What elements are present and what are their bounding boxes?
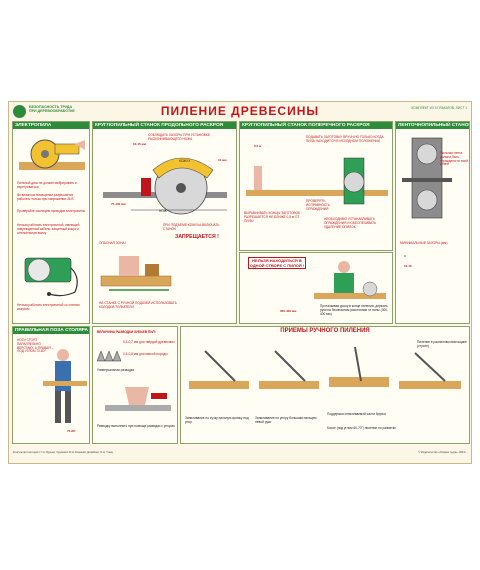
organization-logo-icon xyxy=(13,105,26,118)
cross-saw-illustration xyxy=(246,157,388,205)
dangerous-zone-label: ОПАСНАЯ ЗОНА ! xyxy=(99,241,127,245)
note-guard-raised: ПРИ ПОДЪЕМЕ КОЖУХА ВКЛЮЧАТЬ СТАНОК xyxy=(163,223,220,231)
note-disk-vibration: Пильный диск не должен вибрировать и пер… xyxy=(17,181,77,189)
dim-gap-3: 75-100 мм xyxy=(111,202,126,206)
note-damaged-cable: Нельзя работать электропилой, имеющей по… xyxy=(17,223,80,235)
note-pushers: НА СТАНКЕ С РУЧНОЙ ПОДАЧЕЙ ИСПОЛЬЗОВАТЬ … xyxy=(99,301,177,309)
panel-title: КРУГЛОПИЛЬНЫЙ СТАНОК ПРОДОЛЬНОГО РАСКРОЯ xyxy=(93,122,236,129)
note-check-guards: ПРОВЕРЯТЬ ИСПРАВНОСТЬ ОГРАЖДЕНИЙ xyxy=(306,199,331,211)
poster-title: ПИЛЕНИЕ ДРЕВЕСИНЫ xyxy=(160,104,320,118)
power-saw-tool-illustration xyxy=(24,257,78,297)
manual-sawing-illustrations xyxy=(189,346,461,389)
note-miter-box: Пиление в распиловочном ящике (стусле) xyxy=(417,340,467,348)
note-min-gaps: МИНИМАЛЬНЫЕ ЗАЗОРЫ (мм) xyxy=(400,241,448,245)
note-setting-tool: Разводку выполнять при помощи разводки с… xyxy=(97,424,175,428)
note-support-piece: Поддержка отпиливаемой части бруска xyxy=(327,412,386,416)
guard-label: КОЖУХ xyxy=(179,159,191,163)
note-check-insulation: Проверяйте изоляцию проводов электропилы xyxy=(17,209,86,213)
rip-saw-illustration xyxy=(103,157,227,215)
panel-electric-saw: ЭЛЕКТРОПИЛА Пильный диск не должен вибри… xyxy=(12,121,90,324)
note-humid-room: Во влажном помещении разрешается работат… xyxy=(17,193,74,201)
note-align-ends: ВЫРАВНИВАТЬ КОНЦЫ ЗАГОТОВОК РАЗРЕШАЕТСЯ … xyxy=(244,211,300,223)
poster-footer: Консультант-методист: Г.А. Бурцев. Худож… xyxy=(13,451,467,461)
kit-label: КОМПЛЕКТ ИЗ 5 ПЛАКАТОВ, ЛИСТ 1 xyxy=(411,106,467,110)
note-hard-wood: 0,5-0,7 мм для твердой древесины xyxy=(123,340,175,344)
note-universal-setter: Универсальная разводка xyxy=(97,368,135,372)
banner-same-line: НЕЛЬЗЯ НАХОДИТЬСЯ В ОДНОЙ СТВОРЕ С ПИЛОЙ… xyxy=(248,257,306,269)
tooth-setting-illustration xyxy=(105,387,171,411)
band-saw-illustration xyxy=(402,137,452,219)
panel-cross-saw: КРУГЛОПИЛЬНЫЙ СТАНОК ПОПЕРЕЧНОГО РАСКРОЯ… xyxy=(239,121,393,251)
dim-hand-distance: 300-400 мм xyxy=(280,309,297,313)
worker-at-saw-illustration xyxy=(314,261,386,299)
note-guards-chips: НЕОБХОДИМО УСТАНАВЛИВАТЬ ОГРАЖДЕНИЯ И ОБ… xyxy=(324,217,377,229)
organization-name: БЕЗОПАСНОСТЬ ТРУДА ПРИ ДЕРЕВООБРАБОТКЕ xyxy=(29,105,75,114)
note-feed-position: ПОДАВАТЬ ЗАГОТОВКУ ВРУЧНУЮ ТОЛЬКО КОГДА … xyxy=(306,135,384,143)
footer-publisher: © Издательство «Охрана труда», 2019 г. xyxy=(418,451,467,454)
panel-posture: ПРАВИЛЬНАЯ ПОЗА СТОЛЯРА НОГИ СТОЯТ ПАРАЛ… xyxy=(12,326,90,444)
note-feet-position: НОГИ СТОЯТ ПАРАЛЛЕЛЬНО ВЕРСТАКУ, А ПРАВА… xyxy=(17,338,54,354)
note-hands-distance: Проталкивая доску в конце пиления, держа… xyxy=(320,304,389,316)
dim-gap-small: 3 xyxy=(404,254,406,258)
panel-danger-center: НЕЛЬЗЯ НАХОДИТЬСЯ В ОДНОЙ СТВОРЕ С ПИЛОЙ… xyxy=(239,252,393,324)
footer-credits: Консультант-методист: Г.А. Бурцев. Худож… xyxy=(13,451,114,454)
dim-gap-large: 10-15 xyxy=(404,264,412,268)
note-knife-gaps: СОБЛЮДАТЬ ЗАЗОРЫ ПРИ УСТАНОВКЕ РАСКЛИНИВ… xyxy=(148,133,210,141)
forbidden-label: ЗАПРЕЩАЕТСЯ ! xyxy=(175,234,219,240)
carpenter-illustration xyxy=(43,349,87,423)
dim-distance: 0,5 м xyxy=(254,144,262,148)
note-band-guarded: Пильная лента должна быть ограждена по в… xyxy=(440,151,468,167)
saw-teeth-icon xyxy=(97,350,121,362)
dim-gap-2: 10 мм xyxy=(218,158,227,162)
note-oblique-sawing: Косое (под углом 60-70°) пиление по разм… xyxy=(327,426,396,430)
panel-band-saw: ЛЕНТОЧНОПИЛЬНЫЙ СТАНОК Пильная лента дол… xyxy=(395,121,470,324)
panel-manual-sawing: ПРИЕМЫ РУЧНОГО ПИЛЕНИЯ Запиливание по су… xyxy=(180,326,470,444)
teeth-title: ВЕЛИЧИНА РАЗВОДКИ ЗУБЬЕВ ПИЛ: xyxy=(97,330,156,334)
note-knot-start: Запиливание по сучку пильную кромку под … xyxy=(185,416,249,424)
dim-gap-1: 10-15 мм xyxy=(133,142,146,146)
pusher-block-illustration xyxy=(100,256,172,291)
panel-title: ЛЕНТОЧНОПИЛЬНЫЙ СТАНОК xyxy=(396,122,469,129)
panel-teeth: ВЕЛИЧИНА РАЗВОДКИ ЗУБЬЕВ ПИЛ: 0,5-0,7 мм… xyxy=(92,326,178,444)
panel-title: ПРАВИЛЬНАЯ ПОЗА СТОЛЯРА xyxy=(13,327,89,334)
note-soft-wood: 0,6-0,8 мм для мягкой породы xyxy=(123,352,168,356)
panel-rip-saw: КРУГЛОПИЛЬНЫЙ СТАНОК ПРОДОЛЬНОГО РАСКРОЯ… xyxy=(92,121,237,324)
electric-saw-illustration xyxy=(19,139,85,170)
knife-label: НОЖ xyxy=(159,209,167,213)
panel-title: КРУГЛОПИЛЬНЫЙ СТАНОК ПОПЕРЕЧНОГО РАСКРОЯ xyxy=(240,122,392,129)
poster-header: БЕЗОПАСНОСТЬ ТРУДА ПРИ ДЕРЕВООБРАБОТКЕ П… xyxy=(9,102,471,120)
note-guard-removed: Нельзя работать электропилой со снятым к… xyxy=(17,303,80,311)
angle-label: 70-80° xyxy=(67,429,76,433)
safety-poster: БЕЗОПАСНОСТЬ ТРУДА ПРИ ДЕРЕВООБРАБОТКЕ П… xyxy=(8,101,472,464)
panel-title: ЭЛЕКТРОПИЛА xyxy=(13,122,89,129)
note-thumb-guide: Запиливание по упору большим пальцем лев… xyxy=(255,416,317,424)
panel-title: ПРИЕМЫ РУЧНОГО ПИЛЕНИЯ xyxy=(280,328,370,334)
